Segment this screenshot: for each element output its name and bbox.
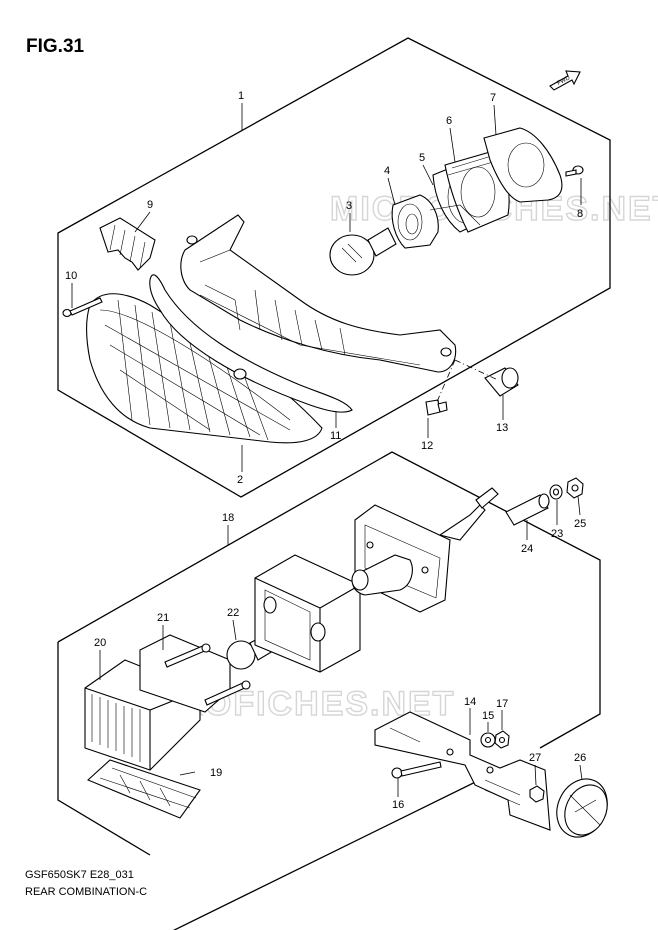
callout-3: 3 <box>346 200 352 212</box>
callout-21: 21 <box>157 612 169 624</box>
screw-10-part <box>62 297 103 318</box>
lens-part <box>86 293 323 444</box>
callout-20: 20 <box>94 637 106 649</box>
callout-7: 7 <box>490 92 496 104</box>
socket-part <box>391 194 439 249</box>
callout-12: 12 <box>421 440 433 452</box>
bulb-part <box>329 227 397 276</box>
model-code: GSF650SK7 E28_031 <box>25 869 134 881</box>
callout-24: 24 <box>521 543 533 555</box>
washer-part <box>549 484 563 500</box>
callout-5: 5 <box>419 152 425 164</box>
callout-27: 27 <box>529 752 541 764</box>
callout-8: 8 <box>577 208 583 220</box>
nut-part <box>566 477 584 499</box>
bracket-bolt-part <box>391 761 442 779</box>
callout-25: 25 <box>574 518 586 530</box>
clip-bracket-part <box>99 217 156 271</box>
callout-1: 1 <box>238 90 244 102</box>
gasket-part <box>149 274 353 413</box>
callout-15: 15 <box>482 710 494 722</box>
reflector-nut-part <box>529 785 545 803</box>
bracket-nut-part <box>494 730 510 749</box>
figure-title: FIG.31 <box>26 36 85 57</box>
reflector-part <box>556 778 608 838</box>
housing-part <box>180 214 457 380</box>
screw-12-part <box>425 399 448 416</box>
fwd-arrow-icon: FWD <box>549 70 581 91</box>
callout-18: 18 <box>222 512 234 524</box>
callout-2: 2 <box>237 474 243 486</box>
callout-10: 10 <box>65 270 77 282</box>
callout-22: 22 <box>227 607 239 619</box>
bracket-part <box>374 711 551 831</box>
callout-26: 26 <box>574 752 586 764</box>
callout-19: 19 <box>210 767 222 779</box>
grommet-13-part <box>484 367 519 397</box>
grommet-plate-part <box>483 127 563 203</box>
spacer-part <box>505 493 550 526</box>
callout-4: 4 <box>384 165 390 177</box>
callout-13: 13 <box>496 422 508 434</box>
lamp-back-plate-part <box>351 487 499 613</box>
callout-6: 6 <box>446 115 452 127</box>
bracket-washer-part <box>480 732 496 748</box>
callout-14: 14 <box>464 696 476 708</box>
lamp-housing-part <box>254 554 361 673</box>
callout-16: 16 <box>392 799 404 811</box>
section-name: REAR COMBINATION-C <box>25 886 147 898</box>
callout-9: 9 <box>147 199 153 211</box>
callout-17: 17 <box>496 698 508 710</box>
reflector-plate-part <box>86 759 201 819</box>
upper-assembly-frame <box>57 37 611 498</box>
callout-11: 11 <box>330 430 341 442</box>
lamp-screws-part <box>164 643 251 706</box>
screw-8-part <box>565 165 584 177</box>
lower-assembly-frame <box>57 451 601 930</box>
callout-23: 23 <box>551 528 563 540</box>
